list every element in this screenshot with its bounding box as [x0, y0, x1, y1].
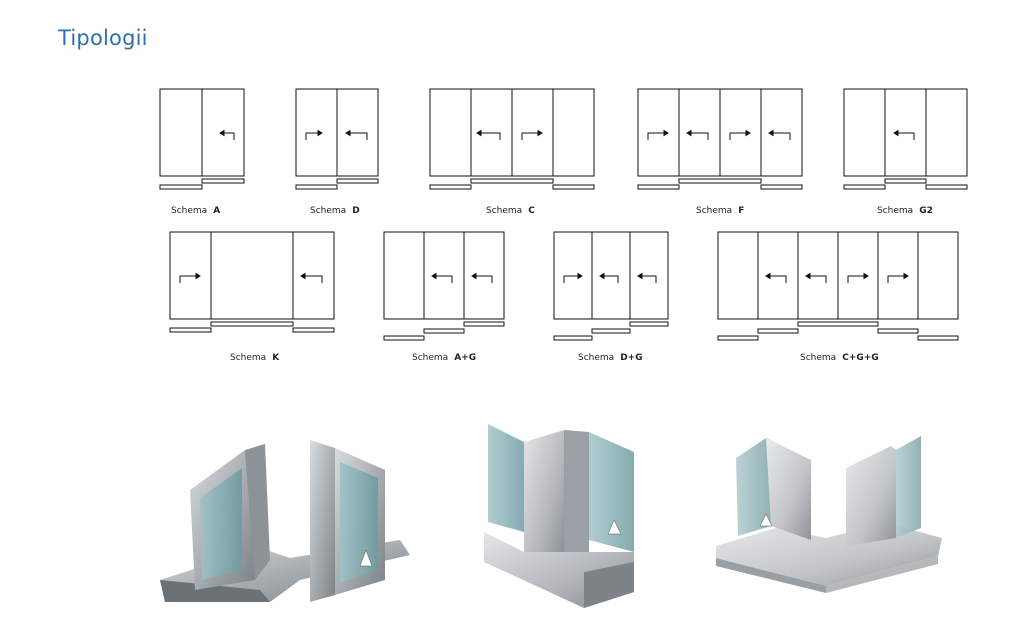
- schema-c-diagram: [428, 88, 598, 196]
- profile-section-photo-2: [484, 412, 674, 612]
- profile-corner-photo-1: [160, 430, 420, 605]
- schema-k-diagram: [168, 231, 338, 339]
- schema-d-diagram: [294, 88, 384, 196]
- page-title: Tipologii: [58, 26, 148, 50]
- schema-d-g-diagram: [552, 231, 682, 346]
- schema-a-g-diagram: [382, 231, 512, 346]
- schema-f-diagram: [636, 88, 806, 196]
- schema-g2-diagram: [842, 88, 972, 196]
- schema-c-g-g-diagram: [716, 231, 966, 346]
- schema-a-diagram: [158, 88, 248, 196]
- profile-corner-photo-3: [716, 428, 942, 593]
